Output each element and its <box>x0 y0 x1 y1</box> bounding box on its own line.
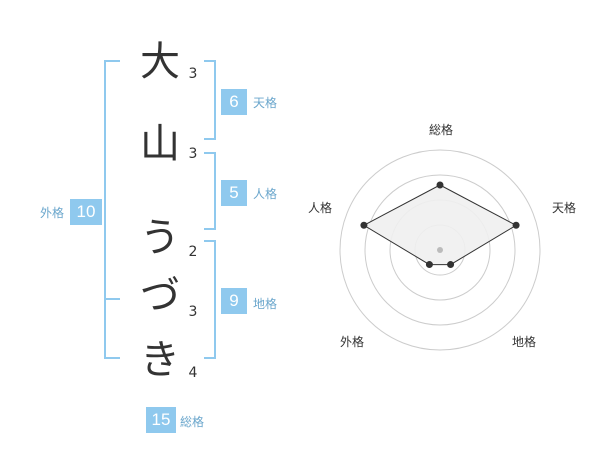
radar-axis-label-jinkaku: 人格 <box>308 200 332 215</box>
radar-ring-3 <box>364 174 516 326</box>
chikaku-bracket <box>204 240 216 359</box>
name-char-5: き <box>140 337 180 383</box>
radar-axis-label-tenkaku: 天格 <box>552 200 576 215</box>
radar-point-2 <box>447 261 455 269</box>
radar-axis-label-gaikaku: 外格 <box>340 334 364 349</box>
name-char-2: 山 <box>140 121 180 167</box>
radar-ring-4 <box>339 149 541 351</box>
radar-data-area <box>362 184 518 266</box>
name-char-4: づ <box>140 273 180 319</box>
gaikaku-bracket-tick <box>104 298 120 300</box>
chikaku-label: 地格 <box>253 297 278 311</box>
jinkaku-badge: 5 <box>221 180 247 206</box>
stroke-count-4: 3 <box>188 304 198 320</box>
radar-center-dot <box>437 247 443 253</box>
radar-point-1 <box>512 221 520 229</box>
soukaku-badge: 15 <box>146 407 176 433</box>
radar-axis-label-chikaku: 地格 <box>512 334 536 349</box>
tenkaku-badge: 6 <box>221 89 247 115</box>
chikaku-badge: 9 <box>221 288 247 314</box>
stroke-count-2: 3 <box>188 146 198 162</box>
radar-point-4 <box>360 221 368 229</box>
radar-axis-label-soukaku: 総格 <box>429 122 453 137</box>
jinkaku-bracket <box>204 152 216 230</box>
gaikaku-bracket <box>104 60 120 359</box>
tenkaku-label: 天格 <box>253 96 278 110</box>
name-char-3: う <box>140 215 180 261</box>
gaikaku-label: 外格 <box>40 206 65 220</box>
jinkaku-label: 人格 <box>253 187 278 201</box>
radar-chart: 総格 天格 地格 外格 人格 <box>308 122 576 351</box>
stroke-count-5: 4 <box>188 365 198 381</box>
stroke-count-3: 2 <box>188 244 198 260</box>
radar-points <box>360 181 520 269</box>
stroke-count-1: 3 <box>188 66 198 82</box>
radar-point-0 <box>436 181 444 189</box>
radar-point-3 <box>425 261 433 269</box>
tenkaku-bracket <box>204 60 216 140</box>
gaikaku-badge: 10 <box>70 199 102 225</box>
soukaku-label: 総格 <box>180 415 205 429</box>
name-char-1: 大 <box>140 39 180 85</box>
